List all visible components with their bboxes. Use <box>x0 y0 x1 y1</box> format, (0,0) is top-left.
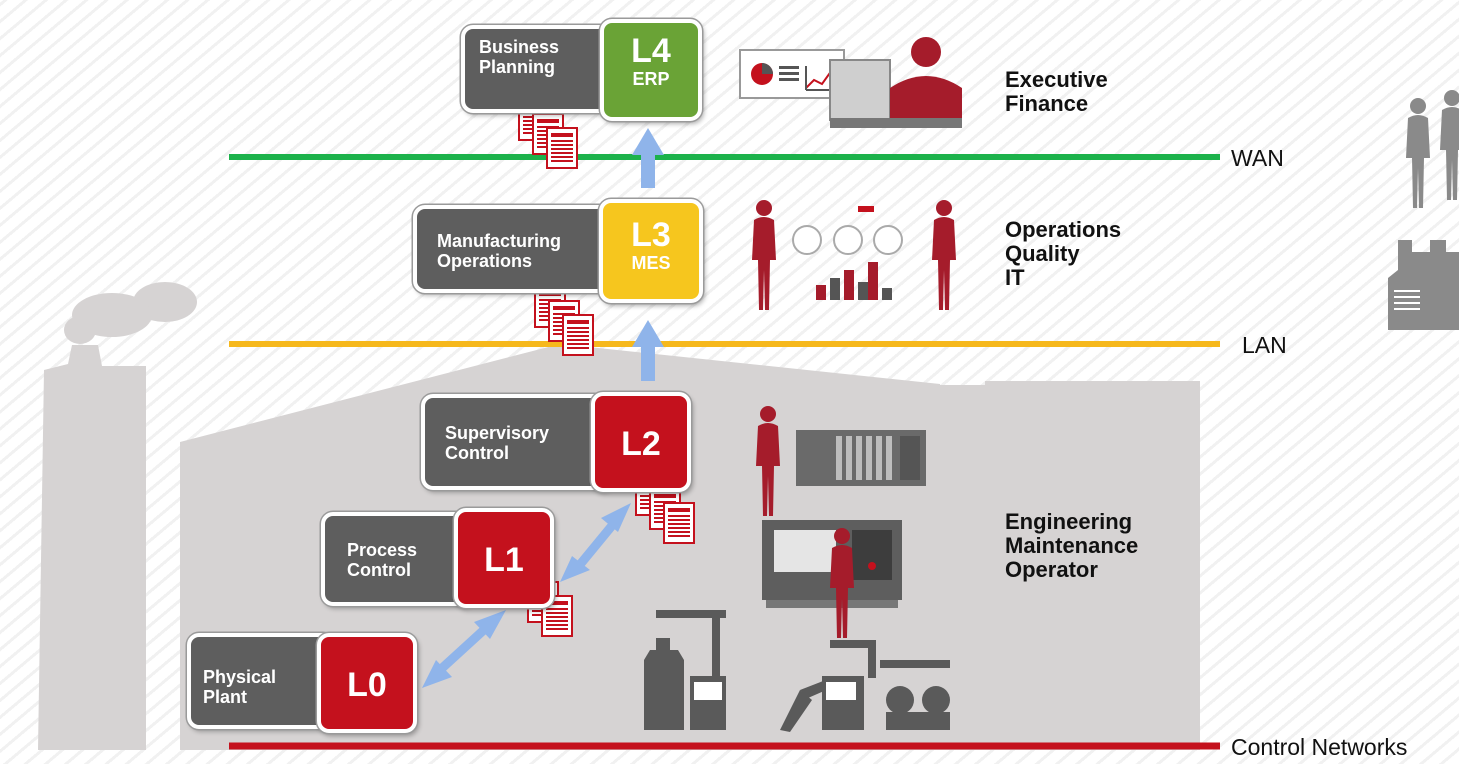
role-engineering: Engineering Maintenance Operator <box>1005 510 1138 582</box>
level-system: MES <box>631 253 671 273</box>
role-line: Quality <box>1005 241 1080 266</box>
network-label-wan: WAN <box>1231 145 1284 171</box>
level-system: ERP <box>632 69 670 89</box>
network-label-lan: LAN <box>1242 332 1287 358</box>
level-label-line: Supervisory <box>445 423 550 443</box>
level-label-line: Control <box>445 443 509 463</box>
people-icon <box>1406 90 1459 208</box>
arrow-l2-l3 <box>632 320 664 381</box>
level-badge: L1 <box>454 508 554 608</box>
role-line: Operator <box>1005 557 1098 582</box>
level-label-line: Process <box>347 540 418 560</box>
executive-desk-icon <box>739 37 962 128</box>
role-line: Engineering <box>1005 509 1133 534</box>
level-label-card: Business Planning <box>461 25 613 113</box>
level-label-line: Physical <box>203 667 277 687</box>
role-operations: Operations Quality IT <box>1005 218 1121 290</box>
level-code: L1 <box>484 541 524 579</box>
arrow-l1-l2 <box>560 503 631 582</box>
level-label-card: Physical Plant <box>187 633 335 729</box>
role-executive: Executive Finance <box>1005 68 1108 116</box>
arrow-l0-l1 <box>422 610 506 688</box>
level-label-line: Business <box>479 37 560 57</box>
level-label-line: Manufacturing <box>437 231 561 251</box>
level-code: L4 <box>631 32 671 70</box>
role-line: Finance <box>1005 91 1089 116</box>
level-label-card: Manufacturing Operations <box>413 205 615 293</box>
level-code: L2 <box>621 425 661 463</box>
level-badge: L3 MES <box>599 199 703 303</box>
role-line: Maintenance <box>1005 533 1139 558</box>
network-label-control: Control Networks <box>1231 734 1408 760</box>
level-label-card: Supervisory Control <box>421 394 613 490</box>
level-code: L0 <box>347 666 387 704</box>
plant-equipment-icon <box>644 610 950 732</box>
level-code: L3 <box>631 216 671 254</box>
level-badge: L2 <box>591 392 691 492</box>
level-badge: L0 <box>317 633 417 733</box>
level-label-card: Process Control <box>321 512 473 606</box>
arrow-l3-l4 <box>632 128 664 188</box>
role-line: Operations <box>1005 217 1122 242</box>
dashboard-icon <box>752 200 956 310</box>
factory-icon <box>1388 240 1459 330</box>
level-label-line: Control <box>347 560 411 580</box>
role-line: Executive <box>1005 67 1108 92</box>
level-label-line: Operations <box>437 251 533 271</box>
level-label-line: Planning <box>479 57 555 77</box>
level-badge: L4 ERP <box>600 19 702 121</box>
level-label-line: Plant <box>203 687 248 707</box>
plc-icon <box>796 430 926 486</box>
role-line: IT <box>1005 265 1025 290</box>
